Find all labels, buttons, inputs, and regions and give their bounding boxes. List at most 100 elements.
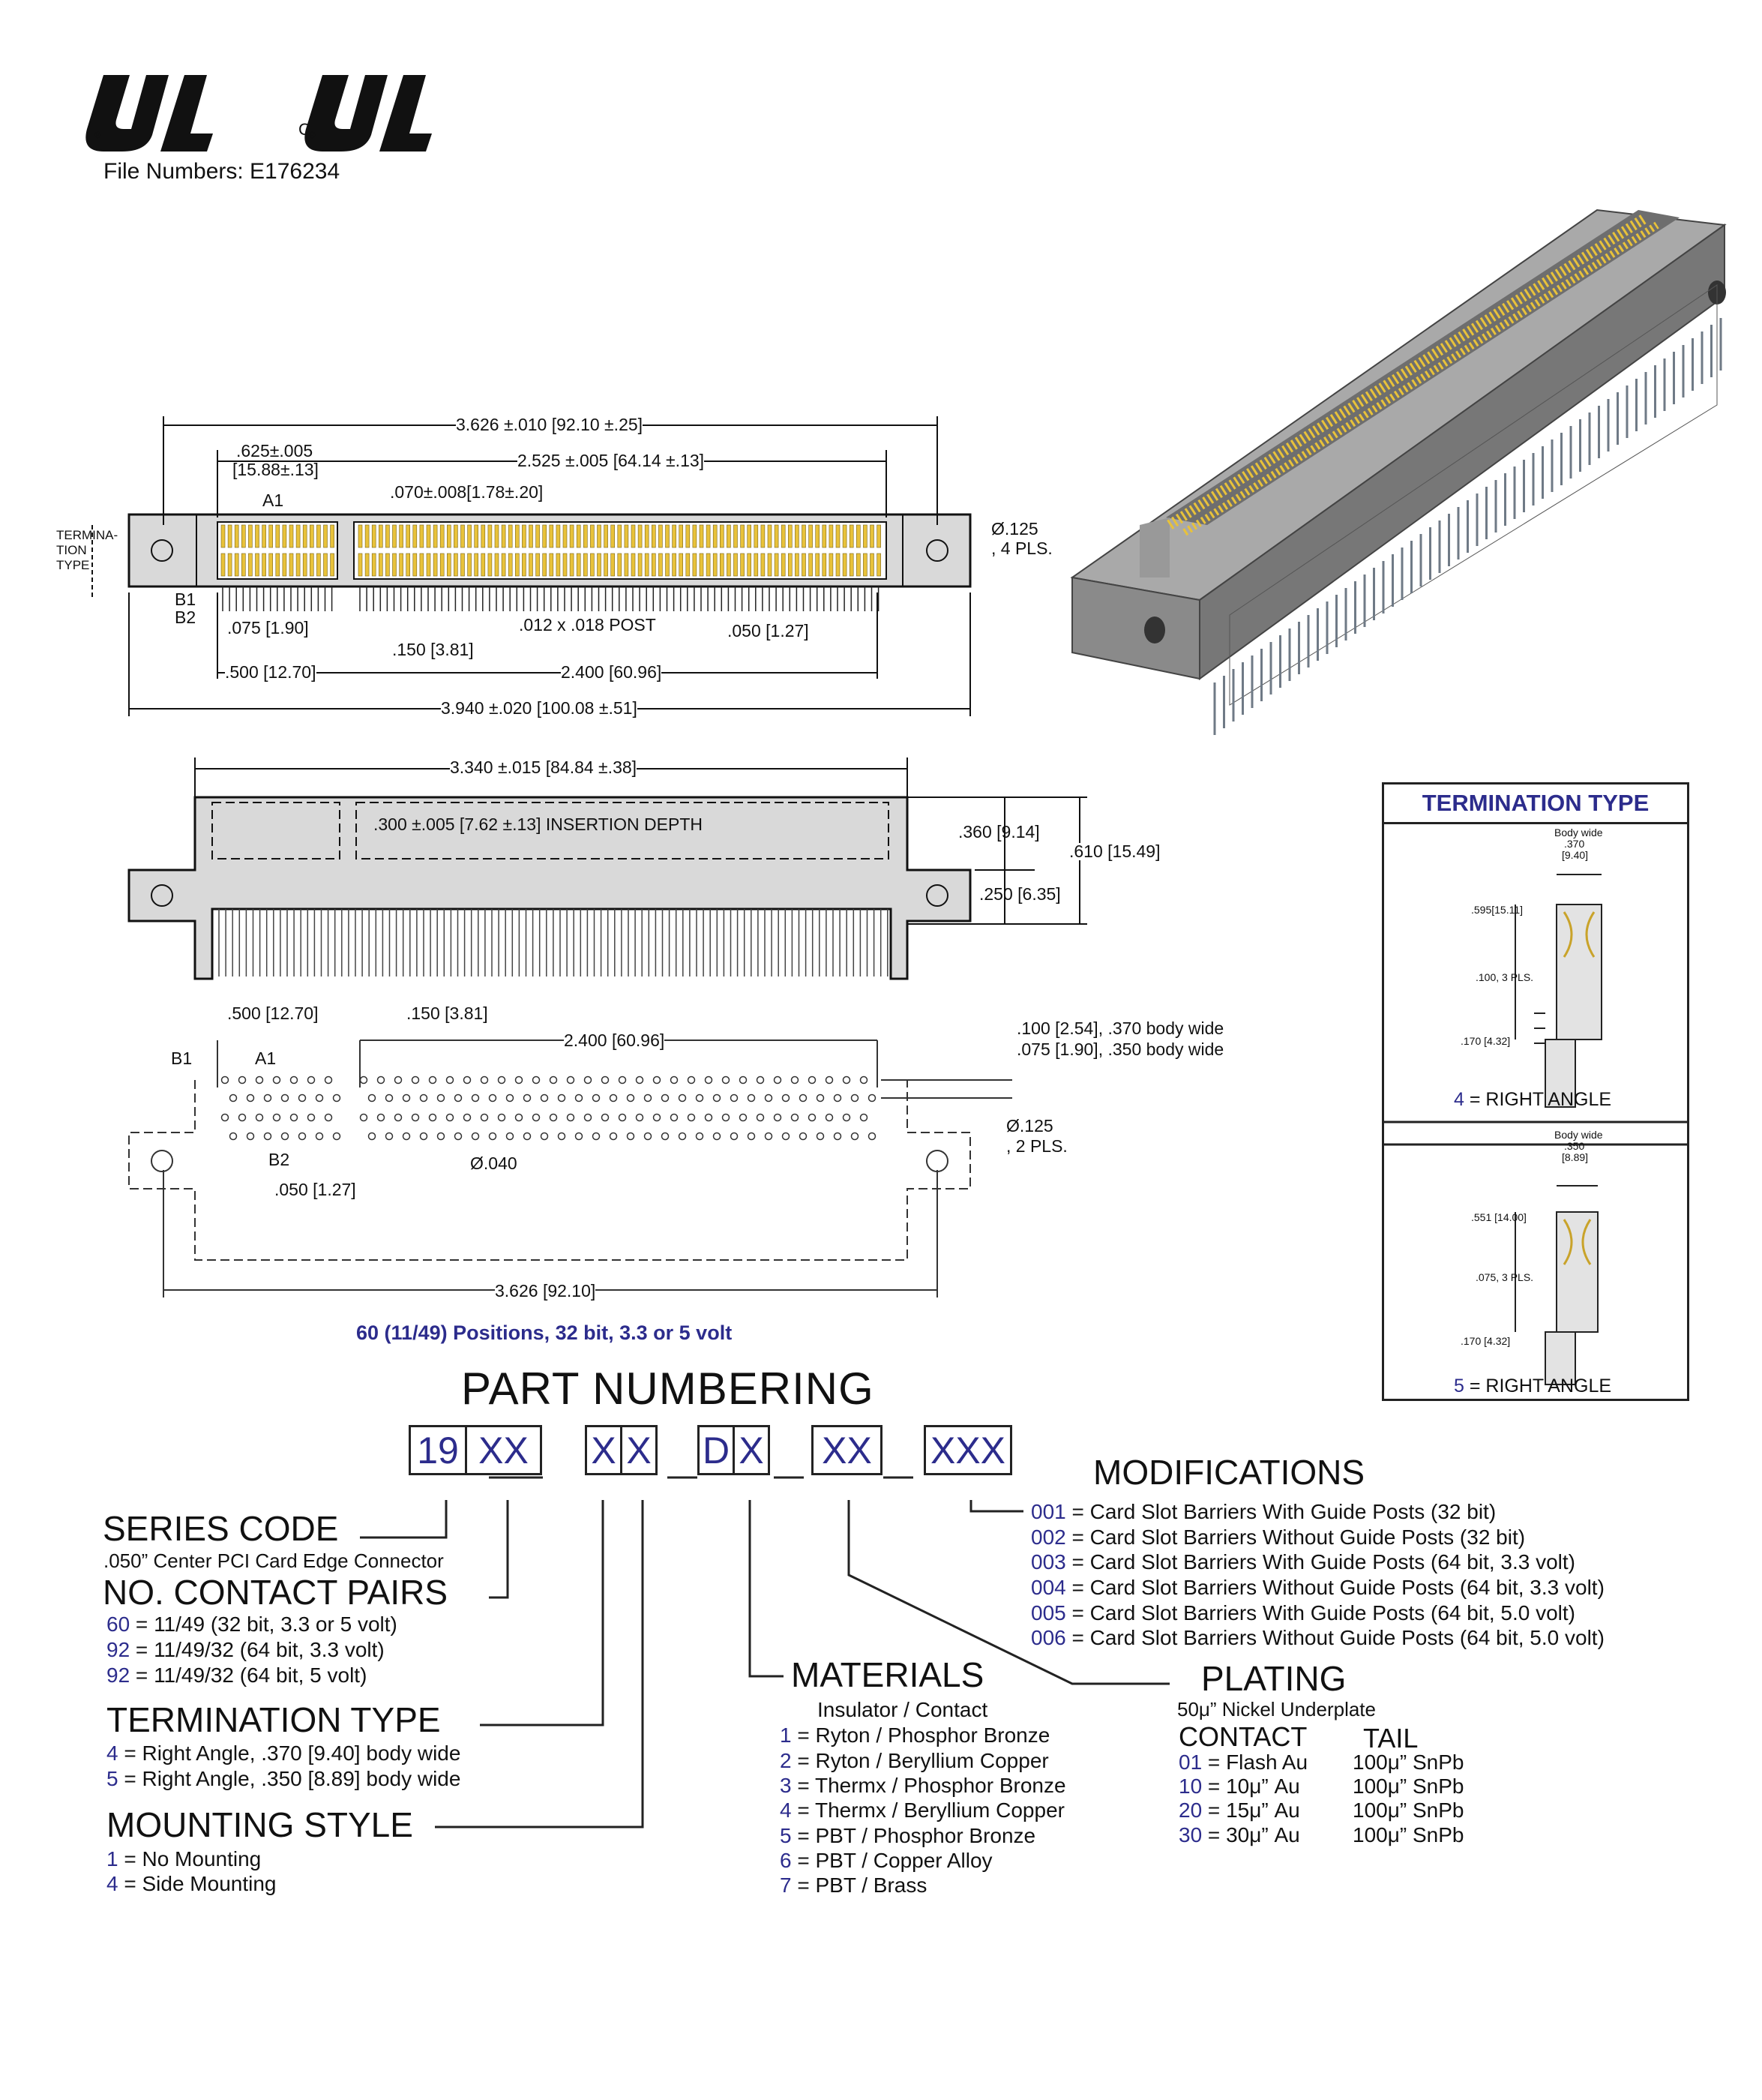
body-wide-mm-a: [9.40] [1562,849,1589,861]
top-contact [665,553,670,577]
top-contact [282,553,287,577]
label-a1-top: A1 [262,490,284,510]
top-contact [406,553,411,577]
top-contact [822,553,827,577]
top-contact [378,524,383,548]
top-contact [323,524,328,548]
footprint-hole [601,1076,610,1084]
footprint-hole [272,1076,281,1084]
footprint-hole [428,1113,437,1122]
top-contact [760,553,766,577]
footprint-hole [842,1113,851,1122]
top-contact [637,553,643,577]
footprint-hole [402,1094,411,1102]
footprint-hole [670,1113,679,1122]
top-contact [604,553,608,577]
termination-panel-title: TERMINATION TYPE [1384,784,1687,824]
footprint-hole [497,1113,506,1122]
dim-fp-2400: 2.400 [60.96] [564,1030,665,1050]
footprint-hole [833,1094,842,1102]
footprint-hole [376,1076,385,1084]
top-contact [760,524,766,548]
top-contact [829,524,834,548]
footprint-hole [246,1094,255,1102]
top-contact [514,524,520,548]
top-contact [542,553,547,577]
footprint-hole [868,1132,877,1141]
top-contact [529,553,533,577]
top-contact [309,553,314,577]
top-contact [295,553,301,577]
plating-tail-10: 100μ” SnPb [1353,1774,1464,1798]
series-code-title: SERIES CODE [103,1509,339,1548]
top-contact [692,553,697,577]
top-contact [597,553,601,577]
footprint-hole [842,1076,851,1084]
top-contact [562,524,568,548]
footprint-hole [583,1113,592,1122]
footprint-hole [385,1094,394,1102]
top-contact [583,553,588,577]
top-contact [712,553,718,577]
footprint-hole [255,1076,264,1084]
text: = Card Slot Barriers Without Guide Posts… [1065,1626,1605,1649]
footprint-hole [566,1113,575,1122]
footprint-hole [566,1076,575,1084]
code: 3 [780,1774,792,1797]
footprint-hole [618,1113,627,1122]
top-contact [439,524,445,548]
code-5: 5 [1454,1376,1464,1396]
text: = 11/49/32 (64 bit, 5 volt) [130,1664,367,1687]
footprint-hole [497,1076,506,1084]
side-view-pins [218,909,888,976]
footprint-hole [695,1132,704,1141]
footprint-hole [756,1113,765,1122]
top-contact [808,553,813,577]
top-contact [460,553,465,577]
top-contact [268,524,274,548]
dim-side-h1: .360 [9.14] [958,822,1040,842]
top-contact [392,553,397,577]
top-contact [712,524,718,548]
top-contact [815,553,820,577]
top-contact [364,524,370,548]
top-contact [733,524,738,548]
mounting-item-1: 1 = No Mounting [106,1849,261,1870]
label-termination-2: TION [56,543,87,557]
footprint-hole [480,1113,489,1122]
top-contact [699,524,704,548]
height-b: .551 [14.00] [1471,1211,1527,1223]
code: 10 [1179,1774,1203,1798]
body-wide-mm-b: [8.89] [1562,1151,1589,1163]
code: 60 [106,1612,130,1636]
footprint-hole [332,1132,341,1141]
footprint-hole [332,1094,341,1102]
footprint-hole [799,1094,808,1102]
text: = PBT / Brass [791,1874,927,1897]
dim-hole: Ø.125 [991,519,1038,538]
materials-item-1: 1 = Ryton / Phosphor Bronze [780,1725,1050,1746]
top-contact [706,524,711,548]
top-contact [631,524,636,548]
footprint-hole [359,1113,368,1122]
footprint-hole [367,1132,376,1141]
label-a1-fp: A1 [255,1048,277,1068]
ul-logo [85,75,213,152]
code: 005 [1031,1601,1066,1624]
footprint-hole [280,1132,289,1141]
materials-item-5: 5 = PBT / Phosphor Bronze [780,1826,1035,1846]
top-contact [487,524,493,548]
footprint-hole [592,1094,601,1102]
top-contact [508,553,513,577]
top-contact [426,524,431,548]
footprint-hole [445,1076,454,1084]
text: = 11/49/32 (64 bit, 3.3 volt) [130,1638,385,1661]
right-angle-4: 4 = RIGHT ANGLE [1454,1090,1611,1109]
top-contact [842,524,847,548]
top-contact [454,524,458,548]
contact: = 30μ” Au [1202,1823,1300,1846]
label-b2-top: B2 [175,608,196,627]
top-contact [419,553,424,577]
footprint-hole [816,1094,825,1102]
footprint-hole [781,1094,790,1102]
